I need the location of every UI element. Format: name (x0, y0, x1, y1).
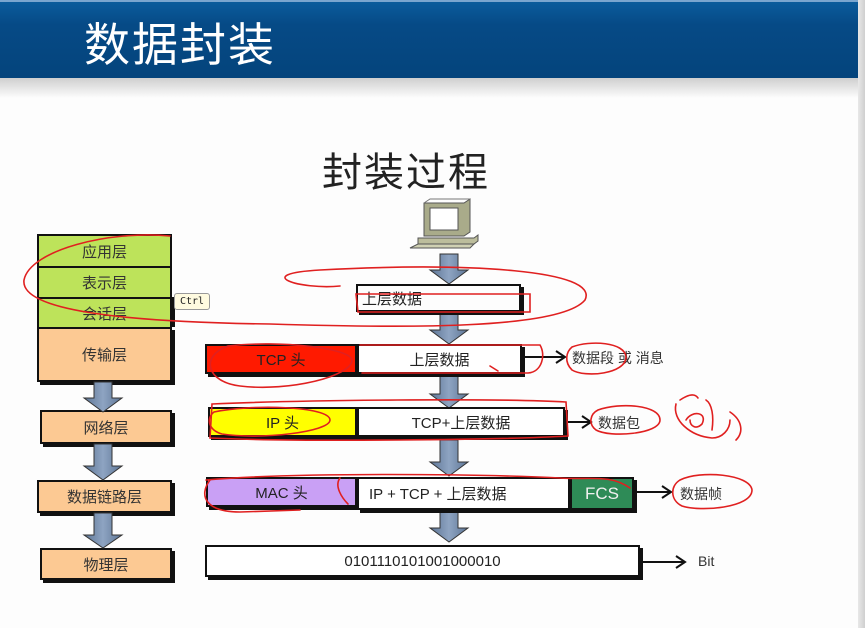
layer-label: 数据链路层 (66, 488, 142, 506)
down-arrow-icon (82, 443, 124, 481)
down-arrow-icon (428, 439, 470, 477)
segment-label: FCS (585, 483, 619, 503)
tcp-data-segment: 上层数据 (357, 344, 522, 374)
down-arrow-icon (82, 381, 124, 413)
output-term: 数据段 (572, 350, 614, 366)
right-arrow-icon (524, 350, 567, 364)
layer-presentation: 表示层 (37, 266, 172, 297)
output-segment-label: 数据段 或 消息 (572, 348, 664, 368)
layer-label: 物理层 (83, 555, 129, 574)
bitstream-box: 0101110101001000010 (205, 545, 640, 577)
layer-label: 表示层 (81, 274, 127, 292)
mac-header-segment: MAC 头 (206, 477, 357, 507)
segment-label: 上层数据 (362, 290, 423, 308)
mac-data-segment: IP + TCP + 上层数据 (357, 477, 570, 510)
upper-data-box: 上层数据 (356, 284, 521, 312)
layer-physical: 物理层 (40, 548, 172, 580)
segment-label: 0101110101001000010 (344, 552, 501, 570)
output-frame-label: 数据帧 (680, 486, 722, 502)
down-arrow-icon (82, 512, 124, 549)
layer-label: 传输层 (81, 346, 127, 364)
ip-header-segment: IP 头 (208, 407, 357, 437)
layer-session: 会话层 (37, 297, 172, 327)
down-arrow-icon (428, 313, 470, 345)
down-arrow-icon (428, 509, 470, 543)
down-arrow-icon (428, 373, 470, 409)
layer-transport: 传输层 (37, 327, 172, 382)
layer-data-link: 数据链路层 (37, 480, 172, 513)
layer-label: 应用层 (81, 242, 127, 261)
segment-label: IP + TCP + 上层数据 (369, 486, 507, 503)
fcs-segment: FCS (570, 477, 634, 510)
slide-header (0, 0, 858, 78)
page-title: 数据封装 (84, 18, 276, 72)
right-arrow-icon (640, 555, 687, 569)
right-arrow-icon (636, 485, 673, 499)
output-bit-label: Bit (698, 553, 715, 569)
segment-label: TCP 头 (256, 351, 306, 369)
layer-application: 应用层 (37, 234, 172, 266)
down-arrow-icon (428, 253, 470, 285)
header-shadow (0, 78, 858, 98)
segment-label: TCP+上层数据 (411, 414, 511, 432)
layer-network: 网络层 (40, 410, 172, 444)
segment-label: 上层数据 (409, 351, 470, 369)
segment-label: IP 头 (265, 414, 300, 432)
handwritten-note: 包 (684, 396, 734, 440)
ctrl-key-tooltip: Ctrl (174, 293, 210, 310)
segment-label: MAC 头 (255, 484, 308, 502)
layer-label: 网络层 (83, 418, 129, 437)
output-packet-label: 数据包 (598, 415, 640, 431)
layer-label: 会话层 (81, 304, 127, 323)
computer-icon (409, 198, 479, 249)
ip-data-segment: TCP+上层数据 (357, 407, 565, 437)
right-arrow-icon (568, 415, 593, 429)
output-extra: 或 消息 (617, 350, 664, 366)
slide-edge (858, 0, 865, 628)
tcp-header-segment: TCP 头 (205, 344, 357, 374)
diagram-title: 封装过程 (322, 150, 490, 196)
